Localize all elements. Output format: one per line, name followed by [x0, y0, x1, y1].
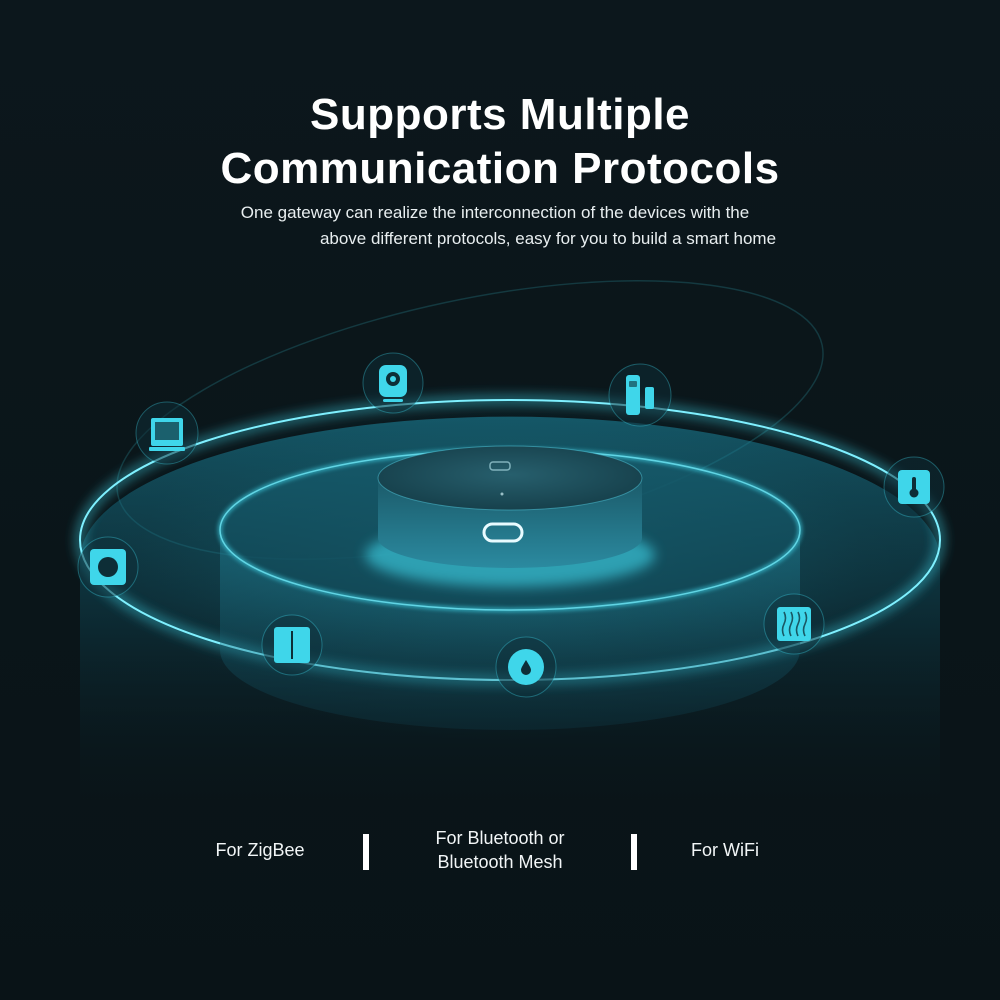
water-leak-sensor-icon [495, 636, 557, 698]
gateway-hub [365, 445, 655, 587]
curtain-switch-icon [763, 593, 825, 655]
camera-icon [362, 352, 424, 414]
protocol-bluetooth-line-1: For Bluetooth or [435, 828, 565, 848]
wall-switch-icon [261, 614, 323, 676]
protocol-bluetooth: For Bluetooth or Bluetooth Mesh [410, 820, 590, 880]
title-line-2: Communication Protocols [220, 144, 780, 193]
hub-button-icon [482, 522, 524, 543]
subtitle-line-2: above different protocols, easy for you … [319, 229, 777, 248]
smart-plug-icon [77, 536, 139, 598]
temperature-sensor-icon [883, 456, 945, 518]
separator-bar [631, 834, 637, 870]
protocol-list: For ZigBee For Bluetooth or Bluetooth Me… [0, 820, 1000, 890]
separator-bar [363, 834, 369, 870]
protocol-bluetooth-line-2: Bluetooth Mesh [437, 852, 563, 872]
protocol-wifi: For WiFi [691, 840, 759, 860]
title-line-1: Supports Multiple [309, 90, 691, 139]
page-subtitle: One gateway can realize the interconnect… [0, 200, 1000, 252]
display-panel-icon [135, 401, 199, 465]
page-title: Supports Multiple Communication Protocol… [0, 88, 1000, 196]
door-sensor-icon [608, 363, 672, 427]
protocol-zigbee: For ZigBee [215, 840, 305, 860]
subtitle-line-1: One gateway can realize the interconnect… [240, 203, 750, 222]
